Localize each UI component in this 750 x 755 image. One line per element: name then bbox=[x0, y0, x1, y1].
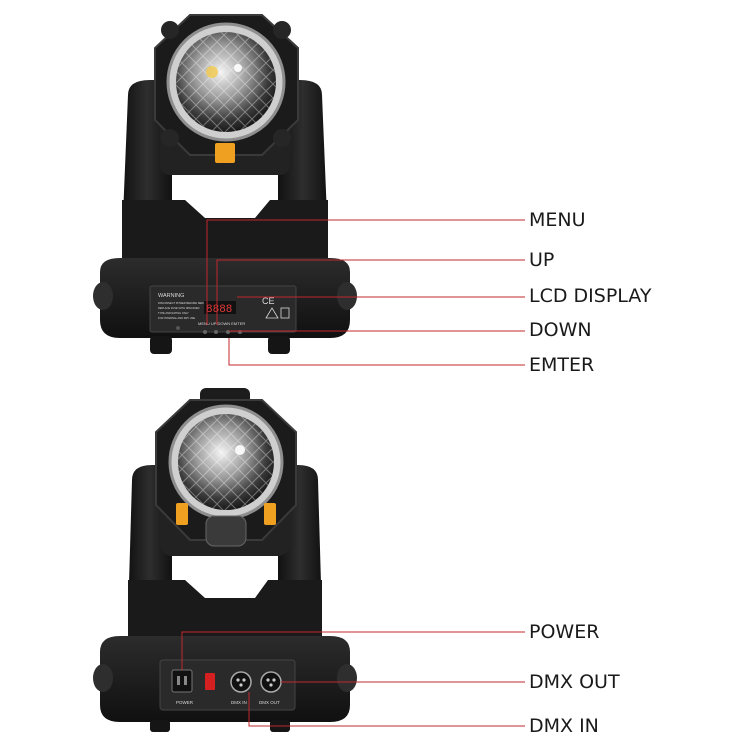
front-yoke-bridge bbox=[122, 200, 328, 262]
leader-up bbox=[216, 259, 525, 325]
back-foot-left bbox=[150, 720, 170, 732]
callout-up: UP bbox=[529, 249, 555, 271]
panel-power-label: POWER bbox=[176, 700, 194, 705]
leader-dmx-in bbox=[248, 692, 525, 727]
leader-enter bbox=[228, 338, 525, 366]
back-connector-panel bbox=[159, 659, 296, 711]
panel-warning-line-1: DISCONNECT POWER BEFORE SERVICING bbox=[158, 301, 212, 305]
callout-power: POWER bbox=[529, 621, 600, 643]
lcd-display bbox=[204, 301, 236, 314]
warning-triangle-icon bbox=[265, 307, 279, 319]
back-orange-pad-left bbox=[176, 503, 188, 525]
menu-button[interactable] bbox=[203, 330, 207, 334]
back-fixture: POWER DMX IN DMX OUT bbox=[93, 388, 357, 732]
power-inlet[interactable] bbox=[171, 669, 193, 693]
back-yoke-bridge bbox=[128, 580, 322, 640]
front-foot-right bbox=[268, 336, 290, 354]
dmx-out-connector[interactable] bbox=[260, 671, 282, 693]
back-lower-lens bbox=[205, 515, 247, 547]
front-fixture: WARNING DISCONNECT POWER BEFORE SERVICIN… bbox=[93, 14, 357, 354]
callout-dmx-out: DMX OUT bbox=[529, 671, 620, 693]
back-mirror-ball bbox=[178, 414, 274, 510]
front-leader-lines bbox=[206, 219, 525, 366]
panel-warning-title: WARNING bbox=[158, 293, 184, 299]
back-leader-lines bbox=[181, 631, 525, 727]
up-button[interactable] bbox=[214, 330, 218, 334]
callout-dmx-in: DMX IN bbox=[529, 715, 599, 737]
panel-dmx-out-label: DMX OUT bbox=[259, 700, 280, 705]
ce-mark: CE bbox=[262, 296, 275, 306]
panel-warning-line-3: TYPE AND RATING ONLY bbox=[158, 311, 189, 315]
callout-down: DOWN bbox=[529, 319, 592, 341]
panel-button-labels: MENU UP DOWN EMTER bbox=[198, 321, 245, 326]
dmx-in-connector[interactable] bbox=[230, 671, 252, 693]
callout-lcd-display: LCD DISPLAY bbox=[529, 285, 652, 307]
front-foot-left bbox=[150, 336, 172, 354]
power-switch[interactable] bbox=[205, 673, 215, 690]
panel-warning-line-4: FOR INTERNAL AND DRY USE bbox=[158, 316, 195, 320]
panel-dmx-in-label: DMX IN bbox=[231, 700, 247, 705]
weee-bin-icon bbox=[280, 307, 290, 319]
leader-menu bbox=[206, 219, 525, 325]
front-mirror-ball bbox=[176, 32, 276, 132]
callout-enter: EMTER bbox=[529, 354, 595, 376]
callout-menu: MENU bbox=[529, 209, 586, 231]
back-orange-pad-right bbox=[264, 503, 276, 525]
lcd-readout: 8888 bbox=[206, 304, 232, 316]
panel-warning-line-2: REPLACE FUSE WITH SPECIFIED bbox=[158, 306, 200, 310]
front-orange-tab bbox=[215, 143, 235, 163]
leader-power bbox=[181, 631, 525, 670]
